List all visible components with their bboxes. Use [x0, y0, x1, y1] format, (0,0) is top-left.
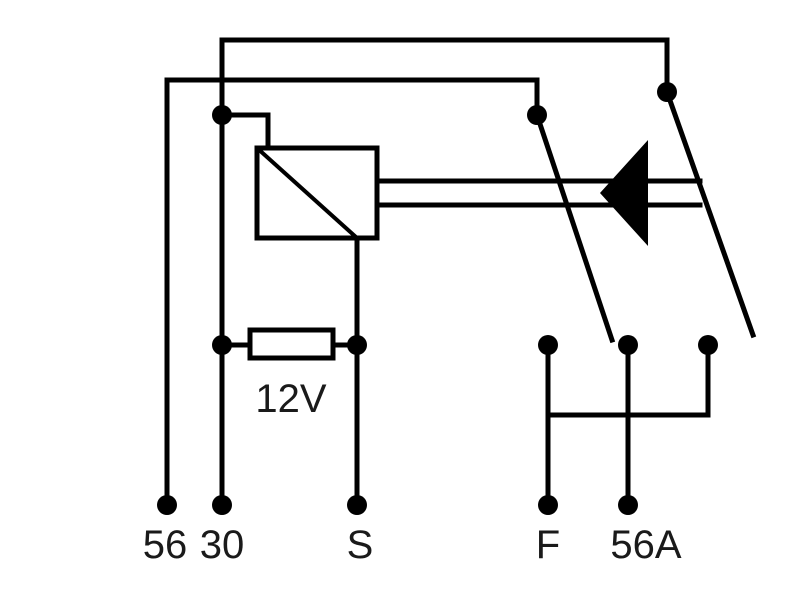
- relay-coil-diagonal: [255, 146, 359, 240]
- terminal-label-30: 30: [200, 523, 245, 567]
- terminal-56-dot: [157, 495, 177, 515]
- wire-top-loop: [219, 37, 670, 508]
- terminal-56A-dot: [618, 495, 638, 515]
- resistor: [247, 327, 336, 361]
- linkage-arrowhead: [600, 140, 648, 246]
- wire-coil-feed: [219, 112, 271, 151]
- node-switch-right-top: [657, 82, 677, 102]
- terminal-label-56A: 56A: [610, 523, 681, 567]
- switch-blade-left: [533, 111, 616, 344]
- node-contact-56A: [618, 335, 638, 355]
- terminal-S-dot: [347, 495, 367, 515]
- terminal-label-56: 56: [143, 523, 188, 567]
- terminal-label-S: S: [347, 523, 374, 567]
- node-contact-right: [698, 335, 718, 355]
- wire-56: [164, 77, 540, 508]
- node-resistor-right: [347, 335, 367, 355]
- terminal-30-dot: [212, 495, 232, 515]
- switch-blade-right: [663, 88, 757, 339]
- node-resistor-left: [212, 335, 232, 355]
- node-30-top: [212, 105, 232, 125]
- wire-contact-right: [545, 342, 711, 418]
- terminal-label-F: F: [536, 523, 560, 567]
- resistor-label: 12V: [255, 377, 326, 421]
- node-switch-left-top: [527, 105, 547, 125]
- terminal-F-dot: [538, 495, 558, 515]
- relay-coil: [254, 145, 380, 241]
- node-contact-F: [538, 335, 558, 355]
